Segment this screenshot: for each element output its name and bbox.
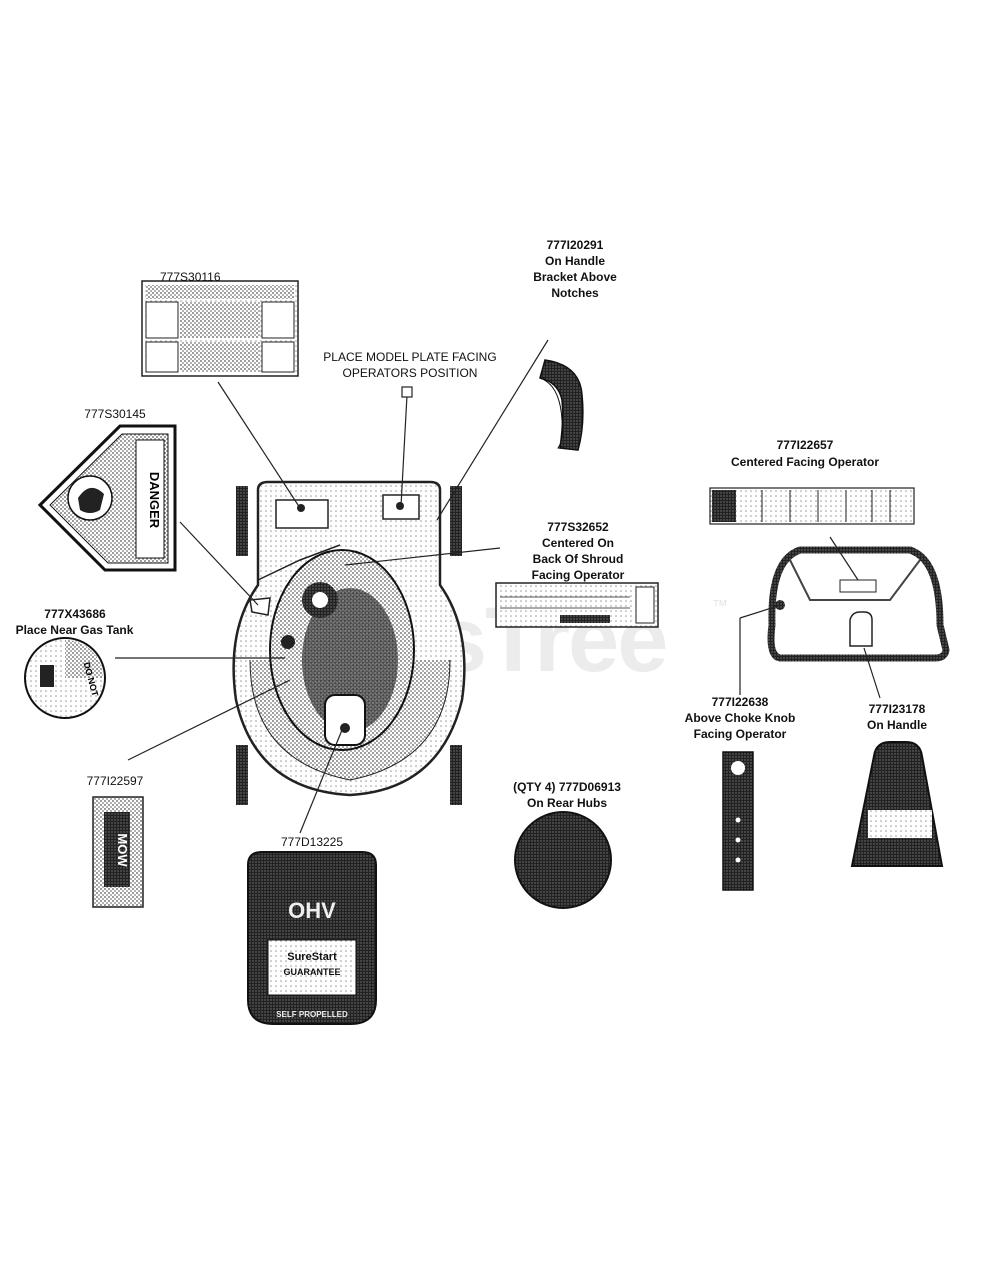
danger-title: DANGER bbox=[147, 472, 162, 529]
label-777I23178: 777I23178 bbox=[868, 702, 926, 716]
label-777I20291-line2: On Handle bbox=[544, 254, 605, 268]
decal-777I22657 bbox=[709, 487, 915, 525]
decal-777S30145 bbox=[37, 424, 177, 572]
side-decal-text: MOW bbox=[115, 833, 130, 867]
label-777I20291-line3: Bracket Above bbox=[533, 270, 617, 284]
decal-777S30116 bbox=[141, 280, 299, 377]
decal-777I22638 bbox=[722, 751, 754, 891]
label-model-plate-2: OPERATORS POSITION bbox=[342, 366, 478, 380]
label-777S30116: 777S30116 bbox=[160, 270, 221, 284]
label-777I22657: 777I22657 bbox=[776, 438, 834, 452]
leader-lines bbox=[115, 339, 549, 834]
brand-model: OHV bbox=[288, 898, 336, 923]
surestart-text: SureStart bbox=[287, 951, 337, 963]
label-777I22638-line3: Facing Operator bbox=[693, 727, 787, 741]
label-777X43686-line2: Place Near Gas Tank bbox=[15, 623, 134, 637]
decal-777X43686 bbox=[24, 637, 106, 719]
label-777I23178-line2: On Handle bbox=[866, 718, 927, 732]
guarantee-text: GUARANTEE bbox=[283, 967, 340, 977]
label-777I22638-line2: Above Choke Knob bbox=[684, 711, 796, 725]
label-777S32652: 777S32652 bbox=[547, 520, 609, 534]
label-777I22597: 777I22597 bbox=[86, 774, 144, 788]
label-777D06913: (QTY 4) 777D06913 bbox=[513, 780, 621, 794]
mower-deck bbox=[232, 480, 466, 805]
label-777S32652-line2: Centered On bbox=[541, 536, 614, 550]
mower-handle bbox=[767, 546, 950, 662]
label-777I22657-line2: Centered Facing Operator bbox=[730, 455, 880, 469]
watermark-trademark: ™ bbox=[712, 598, 728, 615]
label-777I22638: 777I22638 bbox=[711, 695, 769, 709]
label-777D06913-line2: On Rear Hubs bbox=[526, 796, 607, 810]
label-777S32652-line4: Facing Operator bbox=[531, 568, 625, 582]
self-propelled-text: SELF PROPELLED bbox=[276, 1010, 348, 1019]
label-model-plate-1: PLACE MODEL PLATE FACING bbox=[323, 350, 497, 364]
label-777X43686: 777X43686 bbox=[44, 607, 106, 621]
label-777I20291-line4: Notches bbox=[551, 286, 599, 300]
label-777I20291: 777I20291 bbox=[546, 238, 604, 252]
decal-777I23178 bbox=[850, 741, 944, 867]
decal-777S32652 bbox=[495, 582, 659, 628]
decal-777I22597 bbox=[92, 796, 144, 908]
decal-777D06913 bbox=[514, 811, 612, 909]
label-777S30145: 777S30145 bbox=[84, 407, 146, 421]
label-777D13225: 777D13225 bbox=[280, 835, 344, 849]
decal-777I20291 bbox=[539, 359, 584, 451]
handle-leader-lines bbox=[739, 536, 881, 699]
decal-777D13225 bbox=[247, 851, 377, 1025]
label-777S32652-line3: Back Of Shroud bbox=[532, 552, 624, 566]
